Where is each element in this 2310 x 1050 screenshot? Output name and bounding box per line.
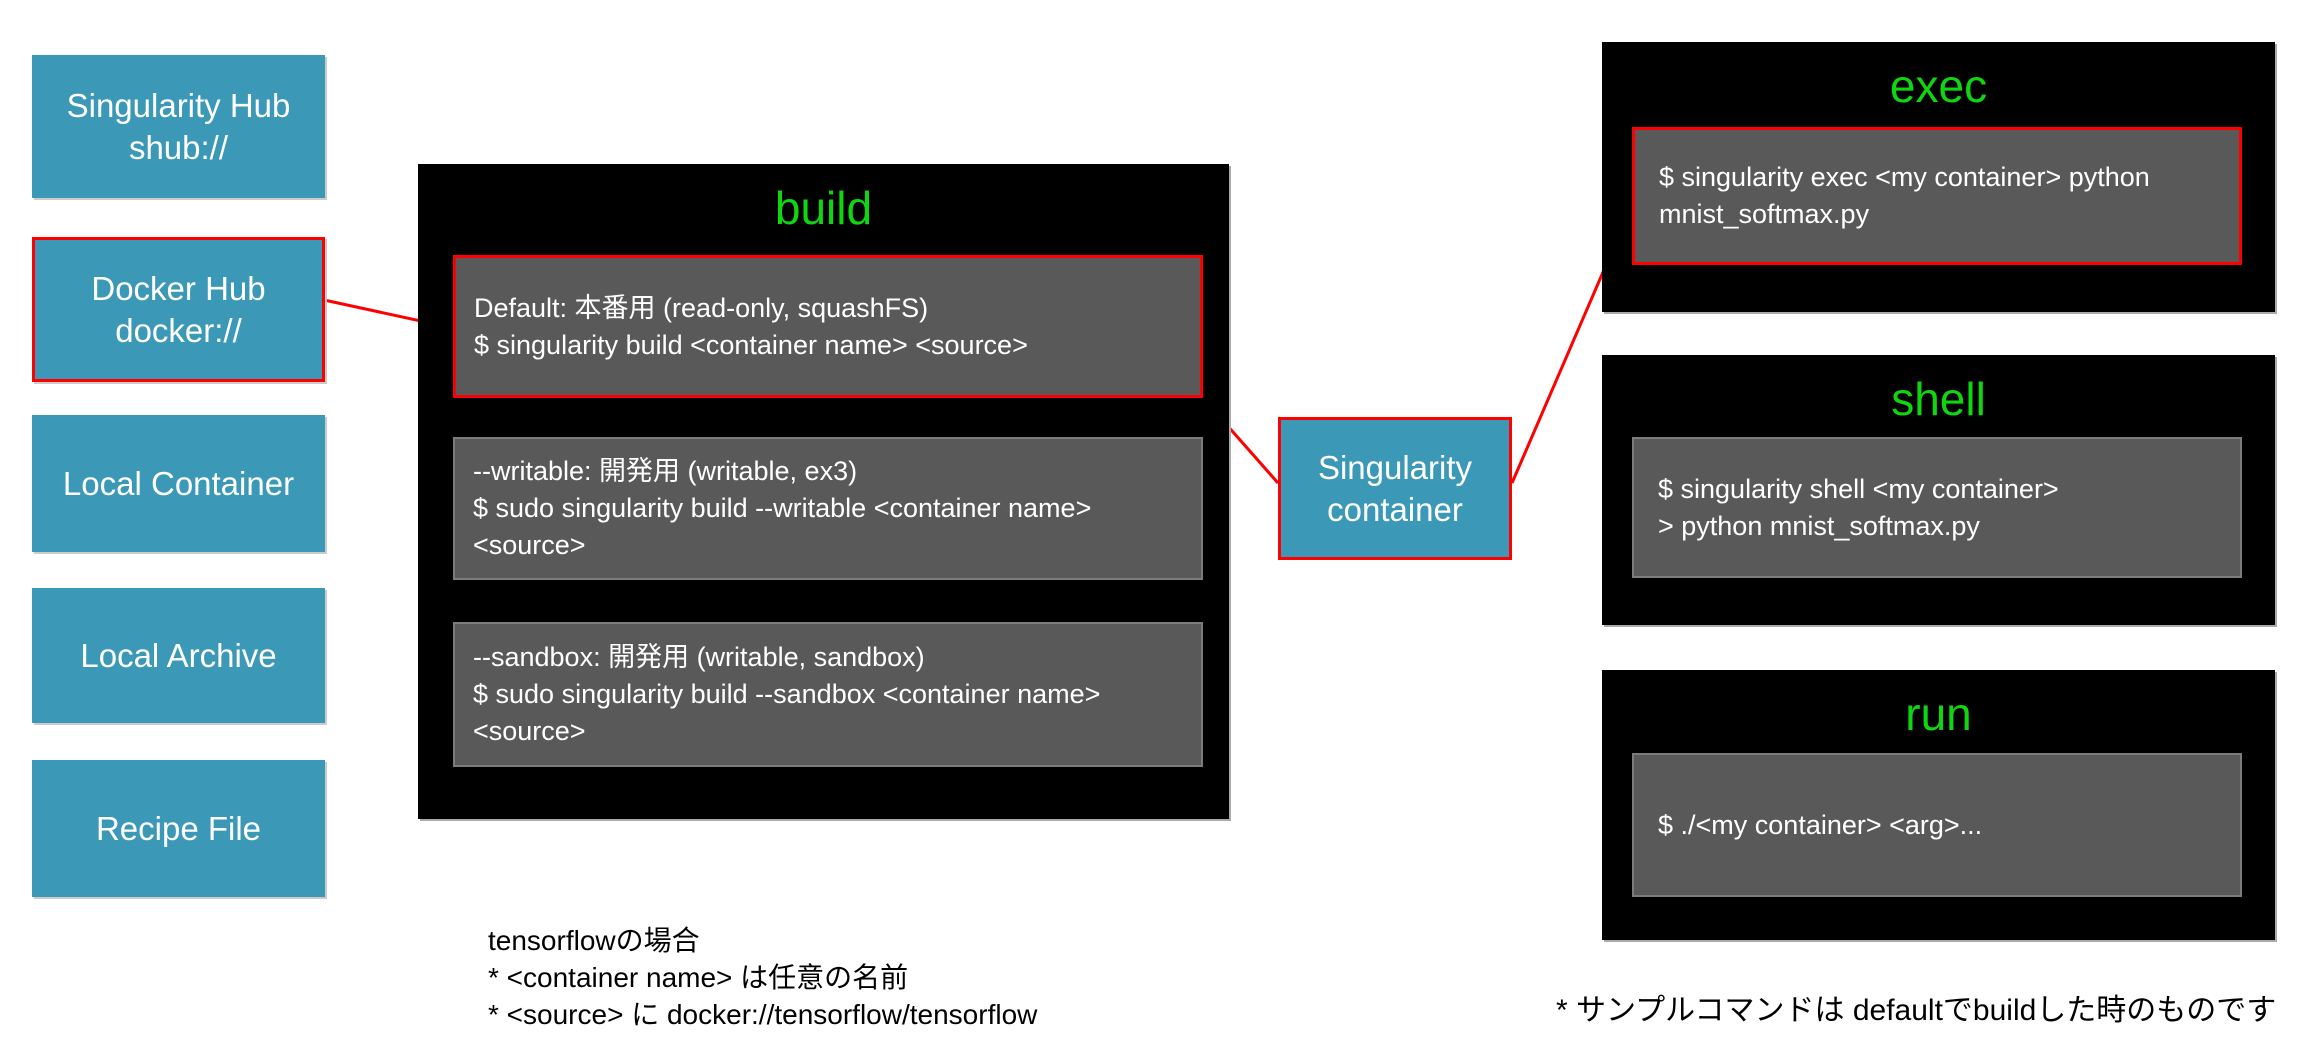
source-label-line: docker:// (115, 311, 242, 349)
singularity-container-node: Singularity container (1278, 417, 1512, 560)
command-line: $ singularity shell <my container> (1658, 473, 2059, 504)
source-box-recipe-file: Recipe File (32, 760, 325, 897)
command-line: $ ./<my container> <arg>... (1658, 809, 1983, 840)
exec-panel-title: exec (1889, 60, 1988, 112)
build-panel: build Default: 本番用 (read-only, squashFS)… (418, 164, 1229, 819)
command-line: Default: 本番用 (read-only, squashFS) (474, 292, 929, 323)
source-box-local-container: Local Container (32, 415, 325, 552)
source-label-line: Recipe File (95, 809, 262, 847)
source-box-local-archive: Local Archive (32, 588, 325, 723)
build-note: tensorflowの場合 * <container name> は任意の名前 … (488, 922, 1037, 1033)
run-command-box: $ ./<my container> <arg>... (1632, 753, 2242, 897)
source-label-line: Local Archive (80, 636, 277, 674)
command-line: $ singularity exec <my container> python (1659, 162, 2150, 192)
source-label-line: shub:// (128, 128, 229, 166)
build-option-sandbox: --sandbox: 開発用 (writable, sandbox) $ sud… (453, 622, 1203, 767)
run-panel-title: run (1905, 688, 1972, 740)
command-line: <source> (473, 716, 586, 746)
build-note-line: * <source> に docker://tensorflow/tensorf… (488, 999, 1038, 1030)
source-box-singularity-hub: Singularity Hub shub:// (32, 55, 325, 198)
command-line: --sandbox: 開発用 (writable, sandbox) (473, 642, 925, 672)
build-panel-title: build (774, 182, 873, 234)
source-label-line: Singularity Hub (66, 86, 291, 124)
command-line: --writable: 開発用 (writable, ex3) (473, 456, 858, 486)
exec-panel: exec $ singularity exec <my container> p… (1602, 42, 2275, 312)
command-line: > python mnist_softmax.py (1658, 510, 1980, 541)
command-line: <source> (473, 530, 586, 560)
node-label-line: container (1327, 490, 1463, 528)
source-label-line: Local Container (62, 464, 295, 502)
shell-panel-title: shell (1891, 373, 1986, 425)
build-option-writable: --writable: 開発用 (writable, ex3) $ sudo s… (453, 437, 1203, 580)
shell-panel: shell $ singularity shell <my container>… (1602, 355, 2275, 625)
build-note-line: * <container name> は任意の名前 (488, 962, 909, 993)
build-note-line: tensorflowの場合 (488, 925, 700, 956)
command-line: $ sudo singularity build --sandbox <cont… (473, 679, 1101, 709)
build-option-default: Default: 本番用 (read-only, squashFS) $ sin… (453, 255, 1203, 398)
command-line: $ sudo singularity build --writable <con… (473, 493, 1092, 523)
run-panel: run $ ./<my container> <arg>... (1602, 670, 2275, 940)
source-label-line: Docker Hub (91, 269, 266, 307)
shell-command-box: $ singularity shell <my container> > pyt… (1632, 437, 2242, 578)
node-label-line: Singularity (1317, 448, 1473, 486)
exec-command-box: $ singularity exec <my container> python… (1632, 127, 2242, 265)
source-box-docker-hub: Docker Hub docker:// (32, 237, 325, 382)
sample-command-footnote: * サンプルコマンドは defaultでbuildした時のものです (1556, 994, 2277, 1027)
command-line: $ singularity build <container name> <so… (474, 329, 1028, 360)
command-line: mnist_softmax.py (1659, 199, 1870, 229)
